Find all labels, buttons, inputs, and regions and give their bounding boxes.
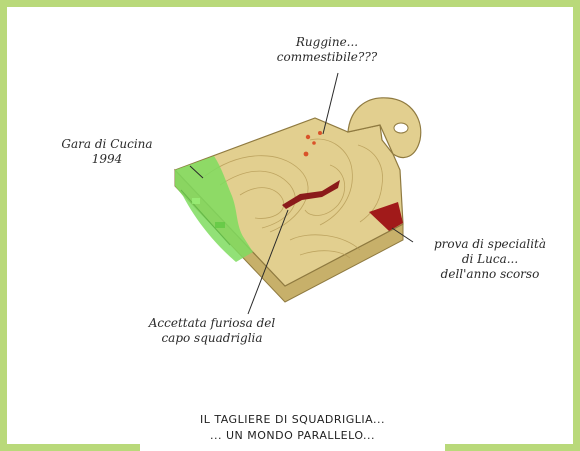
- annotation-rust-line1: Ruggine...: [262, 35, 392, 50]
- annotation-accetta-line1: Accettata furiosa del: [112, 316, 312, 331]
- annotation-rust: Ruggine... commestibile???: [262, 35, 392, 65]
- annotation-prova-line1: prova di specialità: [405, 237, 575, 252]
- caption-line1: IL TAGLIERE DI SQUADRIGLIA...: [140, 412, 445, 428]
- annotation-prova-line3: dell'anno scorso: [405, 267, 575, 282]
- handle-hole: [394, 123, 408, 133]
- annotation-prova-line2: di Luca...: [405, 252, 575, 267]
- annotation-gara: Gara di Cucina 1994: [52, 137, 162, 167]
- annotation-accetta-line2: capo squadriglia: [112, 331, 312, 346]
- annotation-prova: prova di specialità di Luca... dell'anno…: [405, 237, 575, 282]
- annotation-accetta: Accettata furiosa del capo squadriglia: [112, 316, 312, 346]
- caption-box: IL TAGLIERE DI SQUADRIGLIA... ... UN MON…: [140, 400, 445, 451]
- annotation-rust-line2: commestibile???: [262, 50, 392, 65]
- caption-line2: ... UN MONDO PARALLELO...: [140, 428, 445, 444]
- annotation-gara-line1: Gara di Cucina: [52, 137, 162, 152]
- annotation-gara-line2: 1994: [52, 152, 162, 167]
- caption: IL TAGLIERE DI SQUADRIGLIA... ... UN MON…: [140, 412, 445, 444]
